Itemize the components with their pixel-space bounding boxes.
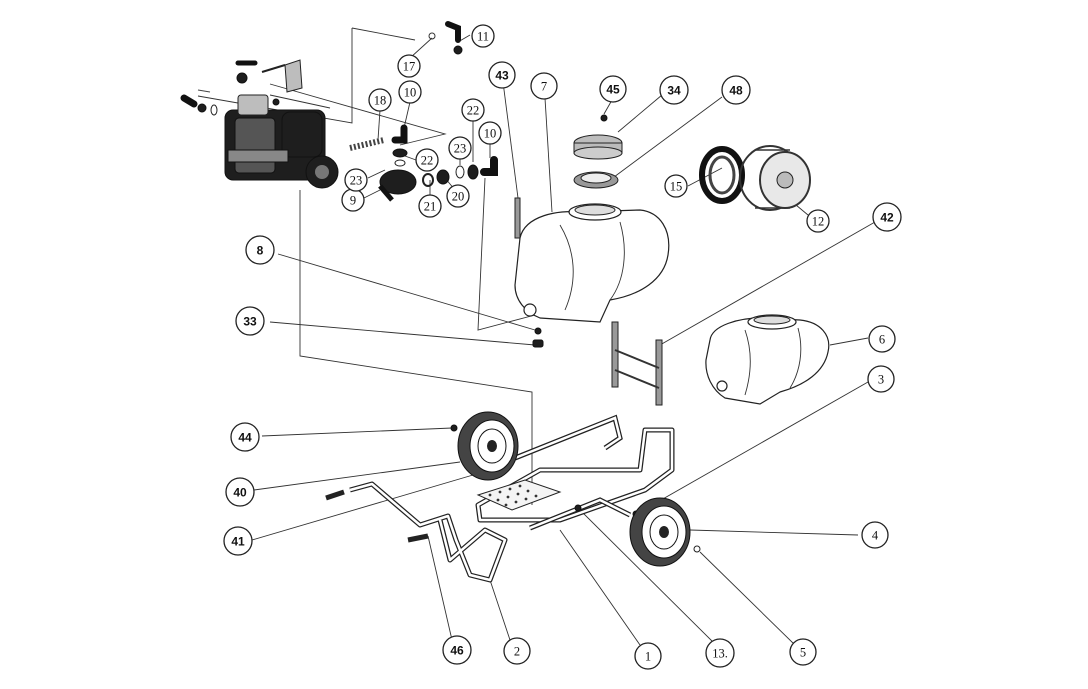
callout-43: 43 [488, 61, 516, 89]
callout-label: 41 [231, 535, 245, 549]
callout-label: 42 [880, 211, 894, 225]
callout-label: 48 [729, 84, 743, 98]
callout-10a: 10 [398, 80, 422, 104]
callout-label: 6 [879, 333, 885, 347]
callout-10b: 10 [478, 121, 502, 145]
callout-label: 18 [374, 94, 387, 108]
callout-41: 41 [223, 526, 253, 556]
callout-label: 23 [454, 142, 467, 156]
wheel-left [450, 411, 519, 481]
callout-label: 21 [424, 200, 437, 214]
callout-label: 10 [404, 86, 417, 100]
callout-label: 23 [350, 174, 363, 188]
callout-44: 44 [230, 422, 260, 452]
callout-23b: 23 [448, 136, 472, 160]
callout-label: 33 [243, 315, 257, 329]
leader-lines [197, 27, 876, 646]
wheel-right [629, 497, 701, 567]
callout-2: 2 [503, 637, 531, 665]
callout-21: 21 [418, 194, 442, 218]
callout-46: 46 [442, 635, 472, 665]
callout-label: 3 [878, 373, 884, 387]
callout-8: 8 [245, 235, 275, 265]
callout-label: 43 [495, 69, 509, 83]
tank-strainer [573, 171, 619, 189]
callout-label: 5 [800, 646, 806, 660]
callout-label: 1 [645, 650, 651, 664]
spray-tank [514, 197, 670, 323]
callout-label: 10 [484, 127, 497, 141]
callout-label: 22 [467, 104, 480, 118]
callout-12: 12 [806, 209, 830, 233]
callout-label: 17 [403, 60, 416, 74]
callout-label: 22 [421, 154, 434, 168]
callout-label: 44 [238, 431, 252, 445]
engine-pump-assembly [180, 59, 339, 189]
callout-label: 46 [450, 644, 464, 658]
callout-label: 45 [606, 83, 620, 97]
callout-34: 34 [659, 75, 689, 105]
callout-label: 8 [257, 244, 264, 258]
callout-label: 12 [812, 215, 825, 229]
callout-label: 11 [477, 30, 489, 44]
tank-lid [573, 114, 623, 160]
drain-fittings [532, 327, 544, 348]
callout-23a: 23 [344, 168, 368, 192]
frame-uprights [611, 321, 663, 406]
callout-6: 6 [868, 325, 896, 353]
callout-bubbles: 1234567891010111213.15171820212222232333… [223, 24, 902, 670]
callout-18: 18 [368, 88, 392, 112]
callout-40: 40 [225, 477, 255, 507]
callout-5: 5 [789, 638, 817, 666]
spray-tank-alternate [705, 314, 830, 405]
push-handle [325, 481, 508, 583]
callout-label: 40 [233, 486, 247, 500]
callout-label: 4 [872, 529, 879, 543]
callout-42: 42 [872, 202, 902, 232]
callout-22a: 22 [415, 148, 439, 172]
callout-20: 20 [446, 184, 470, 208]
callout-33: 33 [235, 306, 265, 336]
callout-label: 20 [452, 190, 465, 204]
callout-label: 9 [350, 194, 356, 208]
callout-22b: 22 [461, 98, 485, 122]
callout-17: 17 [397, 54, 421, 78]
callout-45: 45 [599, 75, 627, 103]
callout-48: 48 [721, 75, 751, 105]
callout-label: 13. [712, 647, 728, 661]
callout-11: 11 [471, 24, 495, 48]
callout-9: 9 [341, 188, 365, 212]
cart-frame [475, 414, 675, 531]
callout-3: 3 [867, 365, 895, 393]
callout-label: 34 [667, 84, 681, 98]
callout-7: 7 [530, 72, 558, 100]
callout-13: 13. [705, 638, 735, 668]
callout-label: 15 [670, 180, 683, 194]
hose-reel [699, 145, 811, 211]
callout-label: 2 [514, 645, 520, 659]
callout-15: 15 [664, 174, 688, 198]
callout-label: 7 [541, 80, 547, 94]
callout-1: 1 [634, 642, 662, 670]
pump-fittings [349, 21, 498, 202]
callout-4: 4 [861, 521, 889, 549]
